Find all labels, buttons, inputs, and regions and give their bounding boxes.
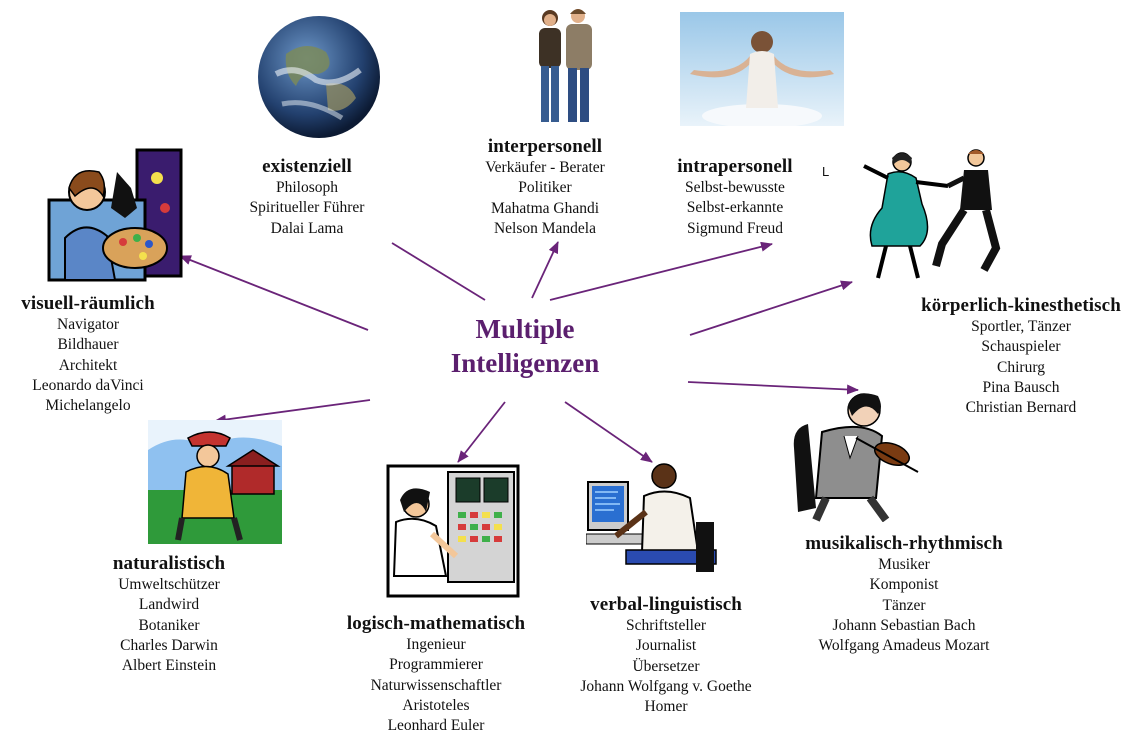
list-item: Ingenieur [406,636,466,653]
list-item: Chirurg [997,358,1045,376]
group-koerperlich: körperlich-kinesthetisch Sportler, Tänze… [900,295,1142,418]
meditation-icon [680,12,844,126]
list-item: Dalai Lama [270,219,344,237]
list-item: Christian Bernard [965,399,1077,417]
list-item: Sigmund Freud [686,219,784,237]
arrow-naturalistisch [214,399,371,425]
group-visuell: visuell-räumlich Navigator Bildhauer Arc… [2,293,174,416]
group-musikalisch: musikalisch-rhythmisch Musiker Komponist… [784,533,1024,656]
list-item: Homer [644,698,688,716]
arrow-logisch [457,401,506,463]
center-title: Multiple Intelligenzen [395,312,655,380]
list-item: Michelangelo [45,397,131,415]
dancers-icon [863,149,1001,279]
list-item: Musiker [878,556,930,573]
painter-icon [47,148,183,282]
writer-at-computer-icon [586,463,717,572]
group-interpersonell: interpersonell Verkäufer - Berater Polit… [460,136,630,239]
list-item: Charles Darwin [120,636,218,654]
list-item: Botaniker [138,616,200,634]
list-item: Komponist [869,576,939,594]
list-item: Pina Bausch [982,378,1060,396]
group-title: existenziell [262,156,352,177]
list-item: Wolfgang Amadeus Mozart [818,637,990,655]
list-item: Tänzer [882,596,926,614]
violinist-icon [793,393,919,522]
list-item: Philosoph [275,179,338,196]
list-item: Mahatma Ghandi [490,199,600,217]
list-item: Architekt [58,356,118,374]
list-item: Navigator [57,316,119,333]
arrow-visuell [179,255,369,331]
group-verbal: verbal-linguistisch Schriftsteller Journ… [560,594,772,717]
group-naturalistisch: naturalistisch Umweltschützer Landwird B… [84,553,254,676]
group-logisch: logisch-mathematisch Ingenieur Programmi… [322,613,550,736]
arrow-interpersonell [531,241,559,299]
list-item: Journalist [635,637,697,655]
list-item: Umweltschützer [118,576,220,593]
group-title: logisch-mathematisch [346,613,526,634]
list-item: Übersetzer [632,657,700,675]
list-item: Albert Einstein [121,657,217,675]
list-item: Sportler, Tänzer [971,318,1071,335]
list-item: Landwird [138,596,200,614]
list-item: Bildhauer [57,336,119,354]
group-title: intrapersonell [677,156,793,177]
group-title: naturalistisch [112,553,226,574]
list-item: Verkäufer - Berater [485,159,605,176]
stray-mark: L [822,164,830,179]
list-item: Naturwissenschaftler [370,676,502,694]
arrow-verbal [564,401,653,463]
globe-icon [258,16,380,138]
group-existenziell: existenziell Philosoph Spiritueller Führ… [222,156,392,239]
group-title: interpersonell [487,136,603,157]
list-item: Selbst-bewusste [685,179,785,196]
list-item: Leonhard Euler [387,717,485,735]
arrow-musikalisch [687,381,859,395]
farmer-icon [148,420,282,544]
center-title-line2: Intelligenzen [450,348,600,378]
computer-operator-icon [386,464,520,598]
list-item: Nelson Mandela [493,219,596,237]
list-item: Schriftsteller [625,617,707,634]
group-title: verbal-linguistisch [590,594,742,615]
list-item: Programmierer [389,656,483,674]
list-item: Leonardo daVinci [32,376,144,394]
couple-icon [539,9,592,122]
arrow-koerperlich [689,280,853,336]
list-item: Spiritueller Führer [249,199,365,217]
list-item: Politiker [518,179,572,197]
group-intrapersonell: intrapersonell Selbst-bewusste Selbst-er… [650,156,820,239]
group-title: visuell-räumlich [21,293,155,314]
center-title-line1: Multiple [475,314,575,344]
arrow-intrapersonell [549,241,773,301]
list-item: Johann Sebastian Bach [832,616,976,634]
group-title: musikalisch-rhythmisch [805,533,1003,554]
list-item: Selbst-erkannte [686,199,784,217]
list-item: Schauspieler [981,338,1061,356]
arrow-existenziell [391,242,486,301]
list-item: Aristoteles [402,696,470,714]
list-item: Johann Wolfgang v. Goethe [580,677,752,695]
group-title: körperlich-kinesthetisch [921,295,1121,316]
